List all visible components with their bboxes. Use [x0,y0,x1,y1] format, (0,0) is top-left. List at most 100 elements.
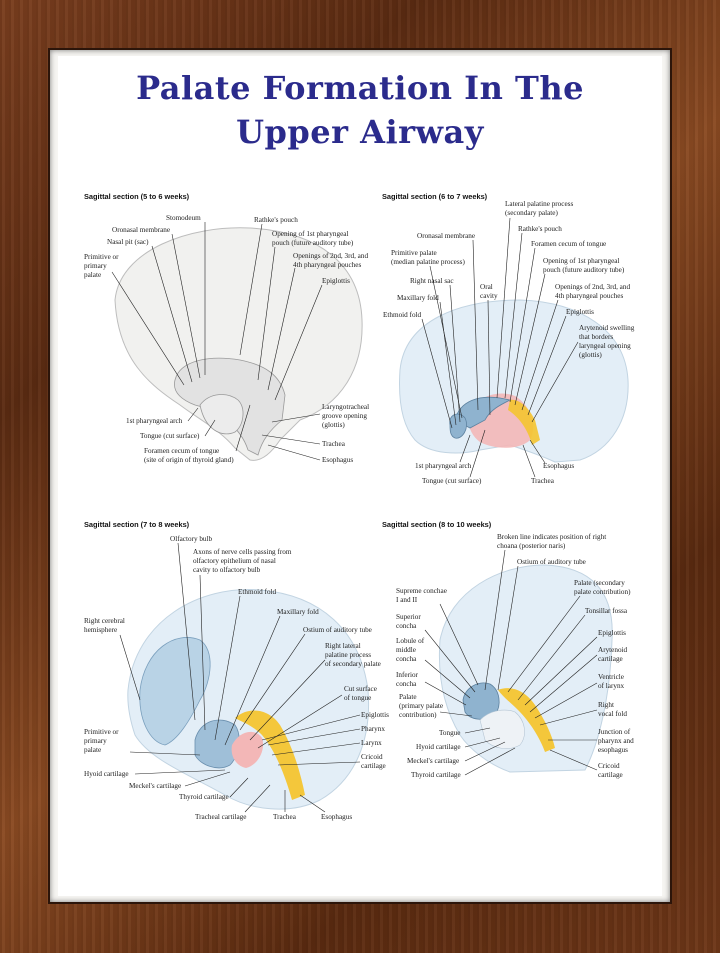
cerebral-hemisphere [139,637,211,746]
label-epiglottis: Epiglottis [361,711,389,719]
label-epiglottis: Epiglottis [598,629,626,637]
label-tongue: Tongue [439,729,460,737]
label-right-lateral-2: palatine process [325,651,371,659]
label-openings-2-4-1: Openings of 2nd, 3rd, and [555,283,630,291]
label-tonsillar: Tonsillar fossa [585,607,628,615]
label-primitive-palate-1: Primitive palate [391,249,437,257]
label-cricoid-2: cartilage [598,771,623,779]
pink-tongue [231,731,264,768]
label-larynx: Larynx [361,739,382,747]
label-primitive-palate-3: palate [84,746,101,754]
label-junction-2: pharynx and [598,737,634,745]
label-meckel: Meckel's cartilage [129,782,181,790]
label-esophagus: Esophagus [321,813,352,821]
label-primitive-palate-1: Primitive or [84,728,119,736]
label-lobule-3: concha [396,655,417,663]
label-opening-1st-1: Opening of 1st pharyngeal [543,257,619,265]
label-cricoid-2: cartilage [361,762,386,770]
label-primitive-palate-3: palate [84,271,101,279]
label-laryngo-3: (glottis) [322,421,345,429]
label-openings-2-4-2: 4th pharyngeal pouches [293,261,361,269]
label-primitive-palate-1: Primitive or [84,253,119,261]
label-arytenoid-4: (glottis) [579,351,602,359]
label-right-nasal: Right nasal sac [410,277,454,285]
label-lobule-2: middle [396,646,416,654]
label-arch1: 1st pharyngeal arch [415,462,472,470]
label-foramen-2: (site of origin of thyroid gland) [144,456,234,464]
label-epiglottis: Epiglottis [322,277,350,285]
label-palate-secondary-1: Palate (secondary [574,579,625,587]
label-arytenoid-2: that borders [579,333,613,341]
label-arytenoid-1: Arytenoid swelling [579,324,635,332]
label-broken-line-1: Broken line indicates position of right [497,533,606,541]
label-superior-1: Superior [396,613,421,621]
panel2-heading: Sagittal section (6 to 7 weeks) [382,192,488,201]
label-ostium: Ostium of auditory tube [303,626,372,634]
label-arch1: 1st pharyngeal arch [126,417,183,425]
label-right-lateral-3: of secondary palate [325,660,381,668]
yellow-larynx [508,399,540,445]
label-trachea: Trachea [322,440,346,448]
label-cricoid-1: Cricoid [361,753,383,761]
label-ethmoid: Ethmoid fold [383,311,422,319]
label-palate-primary-3: contribution) [399,711,437,719]
label-axons-2: olfactory epithelium of nasal [193,557,276,565]
label-ethmoid: Ethmoid fold [238,588,277,596]
label-oral-1: Oral [480,283,493,291]
label-right-cerebral-1: Right cerebral [84,617,125,625]
label-junction-1: Junction of [598,728,631,736]
label-laryngo-1: Laryngotracheal [322,403,369,411]
panel3-heading: Sagittal section (7 to 8 weeks) [84,520,190,529]
label-lateral-palatine-1: Lateral palatine process [505,200,573,208]
label-epiglottis: Epiglottis [566,308,594,316]
label-arytenoid-1: Arytenoid [598,646,628,654]
label-lateral-palatine-2: (secondary palate) [505,209,558,217]
label-opening-1st-1: Opening of 1st pharyngeal [272,230,348,238]
leader-lines-panel3 [119,542,361,813]
label-maxillary: Maxillary fold [277,608,319,616]
conchae-blue [462,682,500,720]
label-vocal-2: vocal fold [598,710,627,718]
label-maxillary: Maxillary fold [397,294,439,302]
leader-lines-panel2 [421,217,579,478]
label-hyoid: Hyoid cartilage [416,743,461,751]
label-axons-1: Axons of nerve cells passing from [193,548,292,556]
label-right-cerebral-2: hemisphere [84,626,117,634]
label-ventricle-2: of larynx [598,682,625,690]
label-tongue: Tongue (cut surface) [140,432,200,440]
blue-palate [454,396,512,429]
label-broken-line-2: choana (posterior naris) [497,542,566,550]
tongue-area [479,709,525,749]
label-opening-1st-2: pouch (future auditory tube) [272,239,354,247]
label-junction-3: esophagus [598,746,628,754]
title-line-2: Upper Airway [236,113,484,151]
label-rathke: Rathke's pouch [254,216,298,224]
label-axons-3: cavity to olfactory bulb [193,566,261,574]
label-esophagus: Esophagus [543,462,574,470]
label-stomodeum: Stomodeum [166,214,201,222]
label-foramen-1: Foramen cecum of tongue [144,447,219,455]
label-right-lateral-1: Right lateral [325,642,361,650]
panel4-heading: Sagittal section (8 to 10 weeks) [382,520,492,529]
poster-title: Palate Formation In The Upper Airway [58,66,662,154]
label-pharynx: Pharynx [361,725,385,733]
label-thyroid: Thyroid cartilage [411,771,461,779]
yellow-larynx [498,688,555,752]
label-openings-2-4-1: Openings of 2nd, 3rd, and [293,252,368,260]
label-rathke: Rathke's pouch [518,225,562,233]
label-oronasal: Oronasal membrane [417,232,475,240]
label-oral-2: cavity [480,292,498,300]
label-tongue: Tongue (cut surface) [422,477,482,485]
label-primitive-palate-2: (median palatine process) [391,258,465,266]
label-meckel: Meckel's cartilage [407,757,459,765]
label-arytenoid-3: laryngeal opening [579,342,631,350]
label-palate-secondary-2: palate contribution) [574,588,631,596]
label-trachea: Trachea [273,813,297,821]
panel1-heading: Sagittal section (5 to 6 weeks) [84,192,190,201]
label-lobule-1: Lobule of [396,637,425,645]
label-inferior-1: Inferior [396,671,419,679]
label-arytenoid-2: cartilage [598,655,623,663]
